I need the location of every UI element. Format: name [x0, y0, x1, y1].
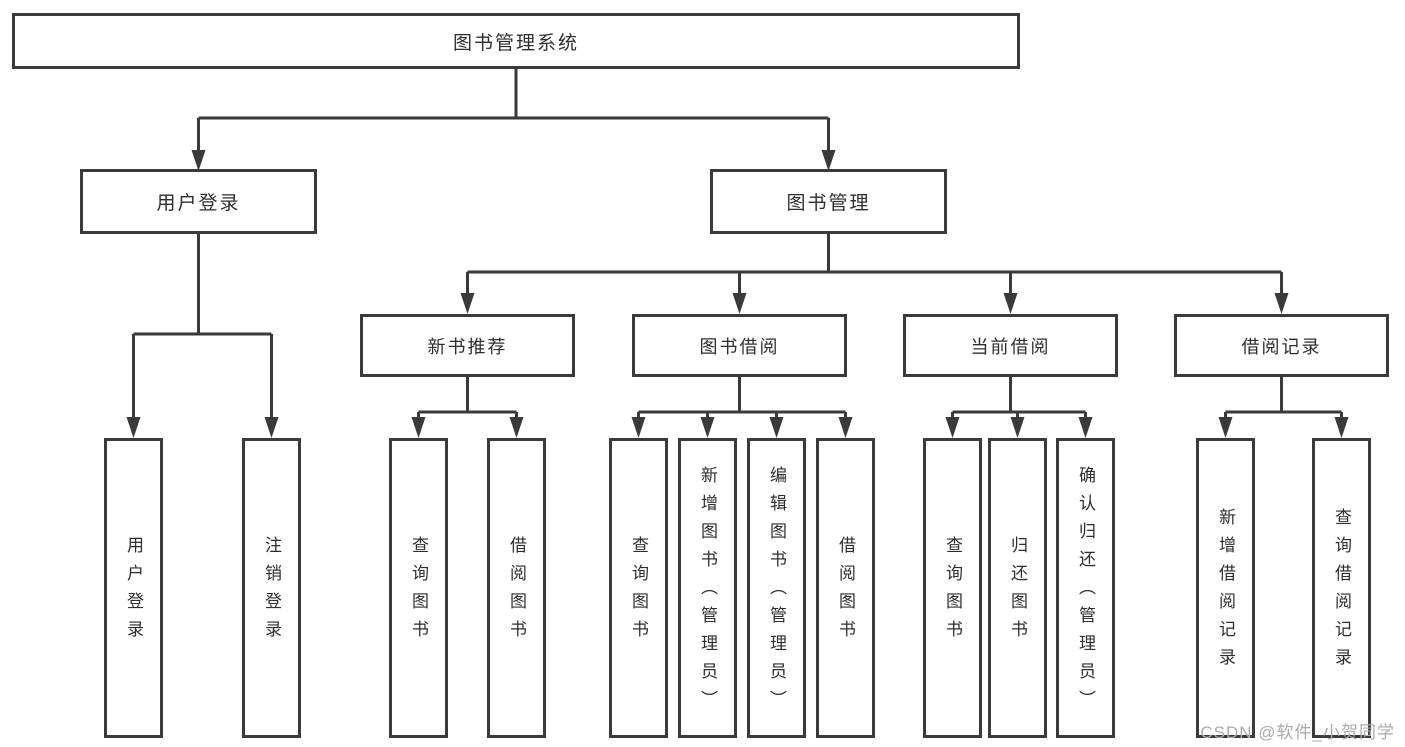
- watermark-text: CSDN @软件_小贺同学: [1200, 723, 1395, 742]
- leaf-query-borrow-record: 查询借阅记录: [1312, 438, 1371, 738]
- leaf-add-borrow-record: 新增借阅记录: [1196, 438, 1255, 738]
- leaf-user-login: 用户登录: [104, 438, 163, 738]
- leaf-return-book: 归还图书: [988, 438, 1047, 738]
- leaf-logout: 注销登录: [242, 438, 301, 738]
- leaf-borrow-books-1: 借阅图书: [487, 438, 546, 738]
- leaf-query-books-1: 查询图书: [389, 438, 448, 738]
- leaf-query-books-3: 查询图书: [923, 438, 982, 738]
- node-library-management-system: 图书管理系统: [12, 13, 1020, 69]
- leaf-add-book-admin: 新增图书（管理员）: [678, 438, 737, 738]
- node-user-login: 用户登录: [80, 169, 317, 234]
- leaf-borrow-books-2: 借阅图书: [816, 438, 875, 738]
- leaf-edit-book-admin: 编辑图书（管理员）: [747, 438, 806, 738]
- node-borrowing-records: 借阅记录: [1174, 314, 1389, 377]
- leaf-confirm-return-admin: 确认归还（管理员）: [1056, 438, 1115, 738]
- node-new-book-recommendation: 新书推荐: [360, 314, 575, 377]
- node-book-borrowing: 图书借阅: [632, 314, 847, 377]
- node-current-borrowing: 当前借阅: [903, 314, 1118, 377]
- leaf-query-books-2: 查询图书: [609, 438, 668, 738]
- node-book-management: 图书管理: [710, 169, 947, 234]
